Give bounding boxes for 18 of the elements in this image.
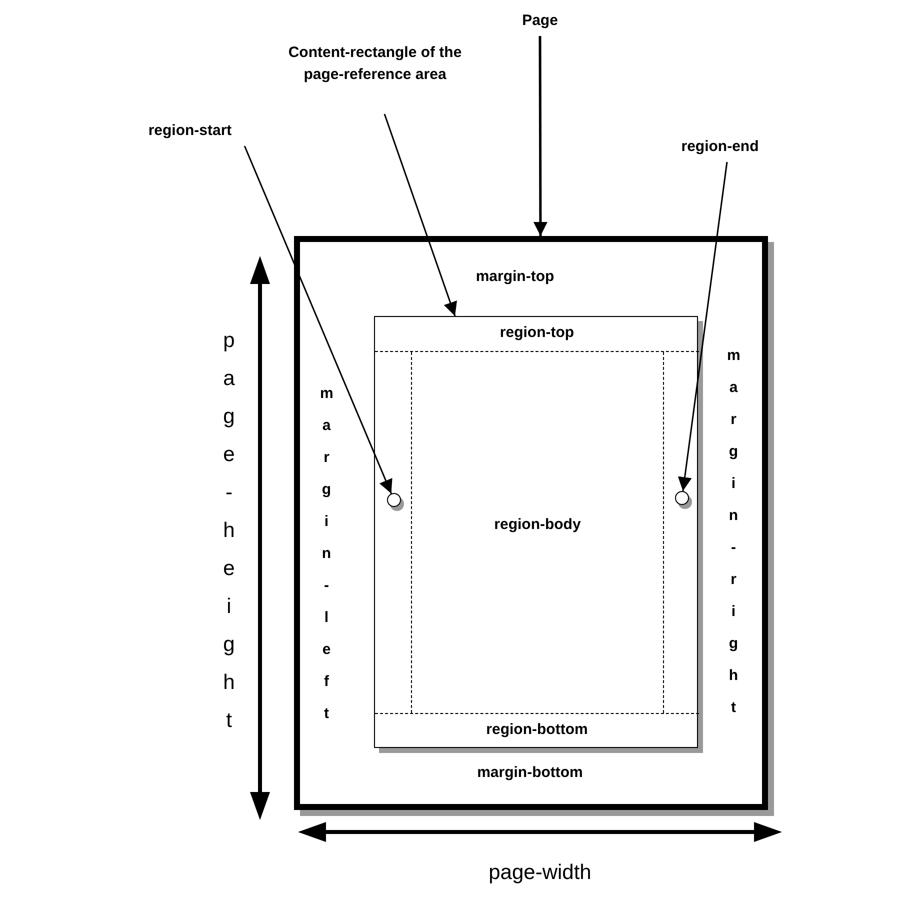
margin-label: margin-left — [319, 384, 341, 724]
margin-label: margin-right — [726, 346, 748, 718]
margin-label: margin-top — [474, 267, 556, 287]
dimension-label: page-width — [488, 860, 592, 886]
region-label: region-top — [498, 323, 576, 343]
region-body-area — [411, 352, 664, 713]
callout-text: Content-rectangle of the page-reference area — [280, 42, 470, 112]
region-label: region-body — [493, 515, 582, 535]
margin-label: margin-bottom — [476, 763, 584, 783]
dimension-label: page-height — [222, 328, 251, 734]
callout-text: region-start — [120, 120, 260, 144]
region-label: region-bottom — [485, 720, 589, 740]
page-label: Page — [490, 10, 590, 34]
arrow — [384, 114, 457, 316]
callout-text: region-end — [650, 136, 790, 160]
arrow — [244, 146, 392, 494]
arrow — [533, 36, 548, 236]
arrow — [678, 162, 728, 492]
